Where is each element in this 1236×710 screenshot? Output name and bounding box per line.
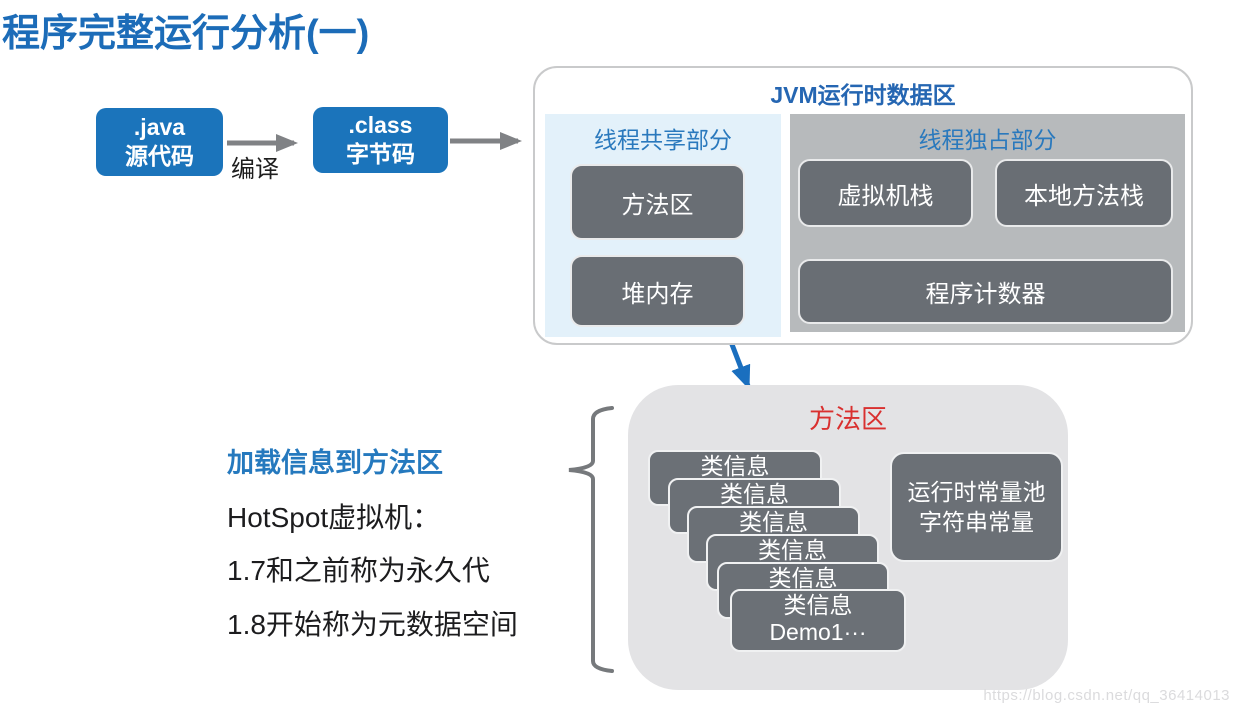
java-source-line2: 源代码 xyxy=(125,143,194,169)
class-info-front-line1: 类信息 xyxy=(783,592,853,618)
jvm-runtime-area: JVM运行时数据区 线程共享部分 方法区 堆内存 线程独占部分 虚拟机栈 本地方… xyxy=(533,66,1193,345)
compile-arrow-label: 编译 xyxy=(231,156,279,183)
notes-heading: 加载信息到方法区 xyxy=(227,448,443,478)
thread-exclusive-label: 线程独占部分 xyxy=(918,127,1057,153)
pc-register-box: 程序计数器 xyxy=(798,259,1173,324)
curly-brace-icon xyxy=(568,406,614,673)
thread-shared-section: 线程共享部分 方法区 堆内存 xyxy=(545,114,781,337)
thread-exclusive-section: 线程独占部分 虚拟机栈 本地方法栈 程序计数器 xyxy=(790,114,1185,332)
constant-pool-line2: 字符串常量 xyxy=(919,509,1034,535)
class-info-front-card: 类信息 Demo1··· xyxy=(730,589,906,652)
constant-pool-line1: 运行时常量池 xyxy=(907,479,1046,505)
jvm-area-title: JVM运行时数据区 xyxy=(770,82,956,108)
class-bytecode-line2: 字节码 xyxy=(346,141,415,167)
vm-stack-box: 虚拟机栈 xyxy=(798,159,973,227)
page-title: 程序完整运行分析(一) xyxy=(2,13,370,55)
notes-line-2: 1.7和之前称为永久代 xyxy=(227,555,490,586)
native-method-stack-box: 本地方法栈 xyxy=(995,159,1173,227)
runtime-constant-pool-box: 运行时常量池 字符串常量 xyxy=(890,452,1063,562)
notes-line-3: 1.8开始称为元数据空间 xyxy=(227,609,518,640)
watermark: https://blog.csdn.net/qq_36414013 xyxy=(983,687,1230,704)
class-info-front-line2: Demo1··· xyxy=(769,619,867,645)
java-source-box: .java 源代码 xyxy=(96,108,223,176)
thread-shared-label: 线程共享部分 xyxy=(594,127,732,153)
method-area-detail: 方法区 类信息 类信息 类信息 类信息 类信息 类信息 Demo1··· 运行时… xyxy=(628,385,1068,690)
class-bytecode-box: .class 字节码 xyxy=(313,107,448,173)
method-area-detail-title: 方法区 xyxy=(808,404,887,434)
class-bytecode-line1: .class xyxy=(348,112,413,139)
notes-line-1: HotSpot虚拟机： xyxy=(227,502,441,533)
method-area-box: 方法区 xyxy=(570,164,745,240)
heap-memory-box: 堆内存 xyxy=(570,255,745,327)
java-source-line1: .java xyxy=(133,114,186,141)
